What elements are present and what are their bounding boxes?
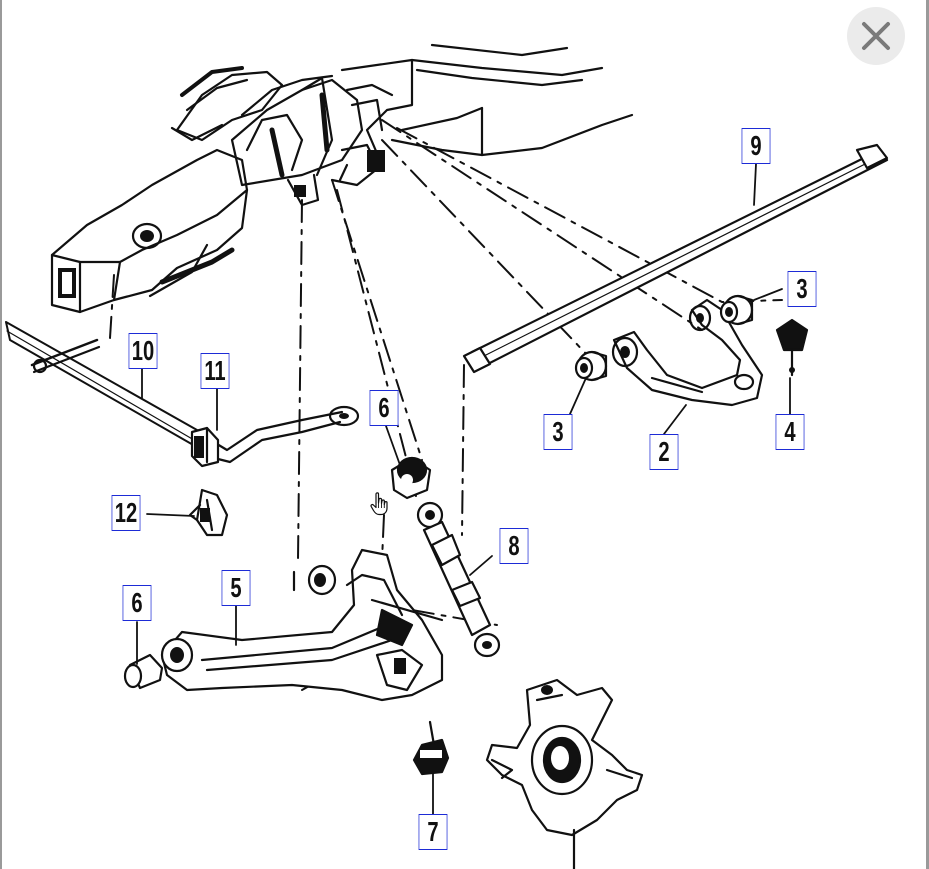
lower-control-arm <box>160 548 444 702</box>
upper-ball-joint <box>775 318 809 377</box>
strut-bushing <box>390 456 432 500</box>
callout-3-front-bushing: 3 <box>543 414 573 450</box>
assembly-lines <box>109 119 783 691</box>
callout-11: 11 <box>200 353 230 389</box>
tie-rod-long <box>462 143 889 374</box>
close-button[interactable] <box>847 7 905 65</box>
callout-2: 2 <box>649 434 679 470</box>
leader-lines <box>136 163 791 815</box>
stabilizer-bar <box>5 321 360 464</box>
stabilizer-bushing <box>190 426 220 468</box>
frame-crossmember <box>50 43 634 314</box>
shock-absorber <box>416 501 501 658</box>
upper-arm-bushing-rear <box>719 294 754 326</box>
callout-9: 9 <box>741 128 771 164</box>
upper-control-arm <box>611 298 764 407</box>
callout-4: 4 <box>775 414 805 450</box>
hand-pointer-icon <box>370 492 388 516</box>
upper-arm-bushing-front <box>574 350 608 382</box>
callout-7: 7 <box>418 814 448 850</box>
steering-knuckle <box>485 678 644 869</box>
callout-6-lower-bushing: 6 <box>122 585 152 621</box>
callout-10: 10 <box>128 333 158 369</box>
callout-3-rear-bushing: 3 <box>787 271 817 307</box>
lower-ball-joint <box>412 720 450 776</box>
lower-arm-bushing <box>123 653 164 690</box>
callout-12: 12 <box>111 495 141 531</box>
callout-6-strut-bushing: 6 <box>369 390 399 426</box>
bushing-bracket <box>188 488 229 537</box>
callout-5: 5 <box>221 570 251 606</box>
callout-8: 8 <box>499 528 529 564</box>
close-icon <box>862 22 890 50</box>
